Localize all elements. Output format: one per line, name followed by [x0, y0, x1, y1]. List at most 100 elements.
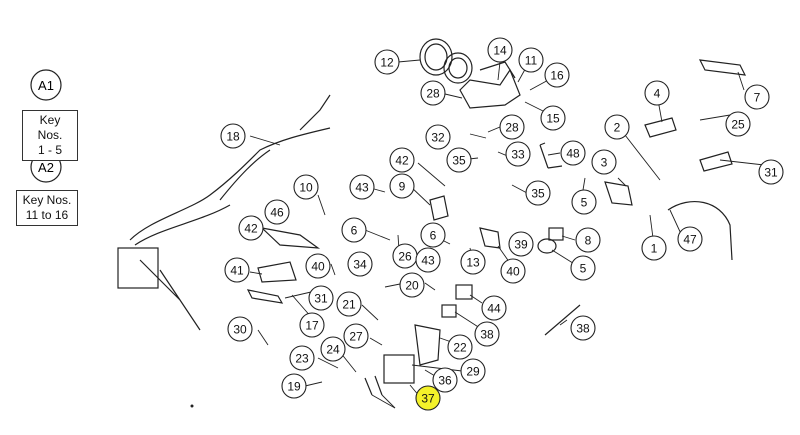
callout-circle — [677, 226, 703, 252]
callout-31: 31 — [758, 159, 784, 185]
callout-47: 47 — [677, 226, 703, 252]
callout-circle — [420, 222, 446, 248]
callout-38: 38 — [474, 321, 500, 347]
callout-circle — [308, 285, 334, 311]
callout-circle — [570, 315, 596, 341]
callout-circle — [415, 247, 441, 273]
wiring-harness-drawing — [129, 127, 331, 331]
callout-11: 11 — [518, 47, 544, 73]
relay-39-drawing — [548, 227, 564, 241]
callout-number: 9 — [399, 180, 406, 194]
callout-number: 44 — [487, 302, 501, 316]
callout-number: 36 — [438, 374, 452, 388]
ring-40-drawing — [537, 238, 557, 254]
callout-number: 22 — [453, 341, 467, 355]
callout-circle — [525, 180, 551, 206]
callout-circle — [293, 174, 319, 200]
callout-circle — [446, 147, 472, 173]
callout-circle — [641, 235, 667, 261]
rectifier-drawing — [383, 354, 415, 384]
callout-9: 9 — [389, 173, 415, 199]
key-nos-box-a2: Key Nos. 11 to 16 — [16, 190, 78, 226]
callout-number: 41 — [230, 264, 244, 278]
callout-number: 37 — [421, 392, 435, 406]
callout-6: 6 — [420, 222, 446, 248]
callout-number: 7 — [754, 91, 761, 105]
callout-circle — [432, 367, 458, 393]
callout-circle — [299, 312, 325, 338]
callout-number: 13 — [466, 256, 480, 270]
callout-circle — [591, 149, 617, 175]
callout-24: 24 — [320, 336, 346, 362]
actuator-3-drawing — [604, 181, 633, 206]
callout-30: 30 — [227, 316, 253, 342]
callout-circle — [389, 173, 415, 199]
callout-circle — [415, 385, 441, 411]
key-nos-box-a1: Key Nos. 1 - 5 — [22, 110, 78, 161]
callout-circle — [518, 47, 544, 73]
callout-46: 46 — [264, 199, 290, 225]
callout-circle — [264, 199, 290, 225]
cable-tie-drawing — [544, 304, 581, 336]
relay-17-drawing — [441, 304, 457, 318]
callout-19: 19 — [281, 373, 307, 399]
callout-circle — [420, 80, 446, 106]
callout-circle — [644, 80, 670, 106]
callout-circle — [336, 291, 362, 317]
callout-circle — [505, 141, 531, 167]
callout-circle — [305, 253, 331, 279]
callout-number: 26 — [398, 250, 412, 264]
callout-number: 14 — [493, 44, 507, 58]
callout-number: 38 — [576, 322, 590, 336]
bracket-48-drawing — [539, 142, 563, 169]
callout-number: 5 — [581, 196, 588, 210]
callout-8: 8 — [575, 227, 601, 253]
callout-circle — [570, 255, 596, 281]
callout-circle — [320, 336, 346, 362]
callout-number: 39 — [514, 238, 528, 252]
callout-number: 30 — [233, 323, 247, 337]
callout-21: 21 — [336, 291, 362, 317]
callout-circle — [374, 49, 400, 75]
callout-number: 31 — [764, 166, 778, 180]
bracket-drawing — [459, 68, 521, 109]
harness-top-branch — [299, 94, 331, 131]
callout-number: 4 — [654, 87, 661, 101]
callout-number: 12 — [380, 56, 394, 70]
cylinder-upper-drawing — [644, 117, 677, 138]
key-nos-title-a2: Key Nos. — [22, 193, 72, 207]
assembly-a1-label: A1 — [38, 78, 54, 93]
callout-number: 42 — [244, 222, 258, 236]
callout-number: 8 — [585, 234, 592, 248]
callout-number: 31 — [314, 292, 328, 306]
callout-number: 33 — [511, 148, 525, 162]
callout-number: 32 — [431, 131, 445, 145]
callout-34: 34 — [347, 251, 373, 277]
callout-20: 20 — [399, 272, 425, 298]
callout-circle — [758, 159, 784, 185]
callout-5: 5 — [570, 255, 596, 281]
callout-4: 4 — [644, 80, 670, 106]
cylinder-lower-drawing — [699, 151, 733, 172]
bracket-arm — [479, 61, 516, 79]
plate-46-drawing — [260, 227, 321, 249]
gauge-cluster-drawing — [419, 38, 473, 84]
callout-circle — [425, 124, 451, 150]
callout-number: 48 — [566, 147, 580, 161]
callout-29: 29 — [460, 358, 486, 384]
callout-42: 42 — [389, 147, 415, 173]
callout-number: 16 — [550, 69, 564, 83]
callout-40: 40 — [500, 258, 526, 284]
callout-number: 35 — [452, 154, 466, 168]
callout-39: 39 — [508, 231, 534, 257]
callout-number: 35 — [531, 187, 545, 201]
callout-circle — [460, 358, 486, 384]
callout-15: 15 — [540, 105, 566, 131]
harness-connector-block — [117, 247, 159, 289]
callout-circle — [389, 147, 415, 173]
callout-number: 40 — [506, 265, 520, 279]
assembly-label-a1: A1 — [30, 69, 62, 101]
callout-number: 5 — [580, 262, 587, 276]
callout-circle — [474, 321, 500, 347]
